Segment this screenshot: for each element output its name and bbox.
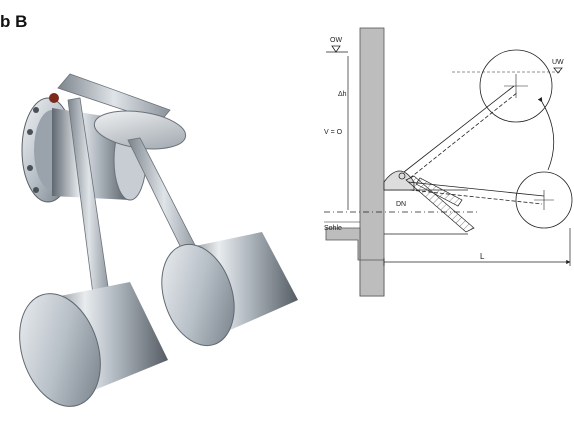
wall (359, 27, 385, 297)
upper-water-marker: OW (326, 37, 348, 53)
raised-counterweight (452, 49, 562, 123)
raised-arm (403, 85, 519, 179)
ow-label: OW (330, 37, 342, 44)
length-dimension: L (383, 228, 571, 266)
delta-h-dimension: Δh V = O (324, 56, 349, 210)
lowered-arm (407, 181, 545, 205)
dn-label: DN (396, 201, 406, 208)
lower-water-marker: UW (552, 59, 564, 74)
swing-arc (537, 97, 555, 171)
uw-label: UW (552, 59, 564, 66)
lowered-counterweight (515, 171, 573, 229)
l-label: L (480, 252, 485, 261)
flap-mechanism (383, 170, 475, 233)
flap-3d-rendering (19, 73, 298, 407)
delta-h-label: Δh (338, 91, 347, 98)
counterweight-left (19, 282, 168, 407)
flap-schematic: OW Δh V = O DN Sohle UW (324, 27, 573, 297)
counterweight-right (161, 232, 298, 347)
v-zero-label: V = O (324, 129, 343, 136)
figure-title: b B (0, 12, 28, 31)
sohle-label: Sohle (324, 225, 342, 232)
left-hinge-knob (49, 93, 59, 103)
